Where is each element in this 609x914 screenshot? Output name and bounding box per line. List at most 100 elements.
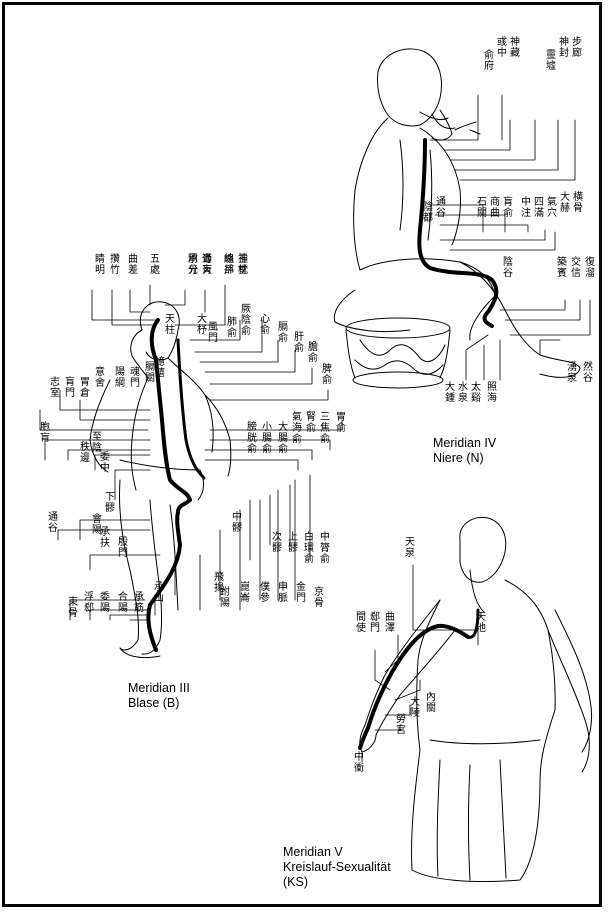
kidney-point-label: 通谷 [436, 196, 446, 219]
bladder-point-label: 束骨 [68, 596, 78, 619]
kidney-point-label: 肓俞 [503, 195, 513, 219]
kidney-point-label: 照海 [487, 381, 497, 404]
kidney-point-label: 四滿 [534, 197, 544, 219]
bladder-point-label: 浮郄 [84, 591, 94, 614]
kidney-point-label: 陰都 [423, 200, 433, 224]
kidney-point-label: 築賓 [557, 255, 567, 279]
kidney-point-label: 彧中 [497, 35, 507, 59]
kidney-point-label: 中注 [521, 195, 531, 219]
bladder-point-label: 脾俞 [322, 362, 332, 386]
pericardium-point-label: 勞宮 [396, 712, 406, 736]
bladder-point-label: 僕參 [260, 580, 270, 604]
bladder-point-label: 金門 [296, 580, 306, 604]
bladder-point-label: 譩譆 [155, 355, 165, 379]
bladder-point-label: 跗陽 [220, 585, 230, 609]
bladder-point-label: 殷門 [118, 536, 128, 559]
caption-meridian-3: Meridian III Blase (B) [128, 681, 190, 711]
bladder-point-label: 次髎 [272, 530, 282, 554]
bladder-point-label: 承山 [154, 581, 164, 604]
bladder-point-label: 睛明 [95, 253, 105, 276]
bladder-point-label: 五處 [150, 254, 160, 276]
bladder-point-label: 委陽 [100, 590, 110, 614]
caption-meridian-4: Meridian IV Niere (N) [433, 436, 496, 466]
kidney-point-label: 然谷 [583, 360, 593, 384]
kidney-point-label: 商曲 [490, 195, 500, 219]
kidney-point-label: 陰谷 [503, 255, 513, 279]
bladder-point-label: 膽俞 [308, 340, 318, 364]
bladder-point-label: 曲差 [128, 253, 138, 276]
caption-meridian-5-title: Meridian V [283, 845, 391, 860]
bladder-point-label: 陽綱 [115, 366, 125, 389]
kidney-point-label: 步廊 [572, 36, 582, 59]
bladder-point-label: 胃俞 [336, 411, 346, 434]
kidney-point-label: 氣穴 [547, 195, 557, 219]
bladder-point-label: 附分 [188, 252, 198, 276]
pericardium-point-label: 天泉 [405, 537, 415, 559]
kidney-point-label: 大鍾 [445, 380, 455, 404]
bladder-point-label: 承扶 [100, 526, 110, 549]
pericardium-point-label: 郄門 [370, 610, 380, 634]
pericardium-figure [360, 517, 592, 881]
kidney-point-label: 靈墟 [546, 49, 556, 72]
bladder-point-label: 白環俞 [304, 530, 314, 565]
bladder-point-labels: 玉枕絡郤通天承光五處曲差攢竹睛明天柱大杼風門肺俞厥陰俞心俞膈俞肝俞膽俞脾俞胃俞三… [40, 252, 346, 619]
kidney-point-label: 石關 [477, 197, 487, 219]
bladder-figure [90, 302, 231, 658]
bladder-point-label: 胃倉 [80, 376, 90, 399]
bladder-point-label: 三焦俞 [320, 412, 330, 445]
bladder-point-label: 下髎 [105, 492, 115, 514]
bladder-point-label: 至陰 [92, 431, 102, 454]
bladder-point-label: 心俞 [260, 313, 270, 336]
kidney-point-label: 俞府 [484, 48, 494, 72]
caption-meridian-3-subtitle: Blase (B) [128, 696, 190, 711]
bladder-point-label: 大杼 [197, 312, 207, 336]
bladder-point-label: 胞肓 [40, 421, 50, 444]
bladder-point-label: 肺俞 [227, 316, 237, 339]
bladder-point-label: 天柱 [165, 314, 175, 336]
pericardium-leader-lines [362, 565, 478, 762]
bladder-point-label: 承筋 [134, 591, 144, 614]
bladder-point-label: 意舍 [95, 365, 105, 389]
bladder-point-label: 中髎 [232, 510, 242, 534]
kidney-point-label: 水泉 [458, 381, 468, 404]
bladder-point-label: 膈關 [145, 361, 155, 384]
bladder-point-label: 通谷 [48, 511, 58, 534]
bladder-point-label: 肝俞 [294, 331, 304, 354]
bladder-point-label: 肓門 [65, 375, 75, 399]
bladder-point-label: 氣海俞 [292, 410, 302, 445]
pericardium-point-label: 內關 [426, 691, 436, 714]
bladder-point-label: 神堂 [238, 252, 248, 276]
kidney-point-label: 大赫 [560, 190, 570, 214]
bladder-point-label: 膈俞 [278, 321, 288, 344]
kidney-point-label: 神藏 [510, 35, 520, 59]
bladder-point-label: 厥陰俞 [241, 303, 251, 337]
caption-meridian-5-abbr: (KS) [283, 875, 391, 890]
caption-meridian-4-subtitle: Niere (N) [433, 451, 496, 466]
kidney-point-label: 交信 [571, 255, 581, 279]
caption-meridian-4-title: Meridian IV [433, 436, 496, 451]
bladder-point-label: 中膂俞 [320, 530, 330, 565]
caption-meridian-5-subtitle: Kreislauf-Sexualität [283, 860, 391, 875]
pericardium-point-label: 曲澤 [385, 611, 395, 634]
caption-meridian-5: Meridian V Kreislauf-Sexualität (KS) [283, 845, 391, 890]
kidney-point-label: 神封 [559, 35, 569, 59]
bladder-point-label: 上髎 [288, 531, 298, 554]
bladder-point-label: 合陽 [118, 590, 128, 614]
bladder-point-label: 風門 [208, 321, 218, 344]
bladder-point-label: 腎俞 [306, 411, 316, 434]
pericardium-point-label: 天池 [476, 612, 486, 634]
kidney-point-label: 復溜 [585, 255, 595, 279]
kidney-point-labels: 神藏彧中俞府步廊神封靈墟横骨大赫氣穴四滿中注肓俞商曲石關通谷陰都復溜交信築賓陰谷… [423, 35, 595, 404]
bladder-point-label: 秩邊 [80, 441, 90, 464]
pericardium-point-label: 大陵 [410, 695, 420, 719]
bladder-point-label: 膀胱俞 [247, 420, 257, 455]
bladder-point-label: 魂門 [130, 365, 140, 389]
bladder-point-label: 攢竹 [110, 252, 120, 276]
pericardium-point-label: 中衝 [354, 750, 364, 774]
bladder-point-label: 京骨 [314, 585, 324, 609]
bladder-point-label: 膏肓 [202, 252, 212, 276]
bladder-point-label: 崑崙 [240, 581, 250, 604]
pericardium-point-label: 間使 [356, 611, 366, 634]
kidney-leader-lines [430, 95, 590, 380]
